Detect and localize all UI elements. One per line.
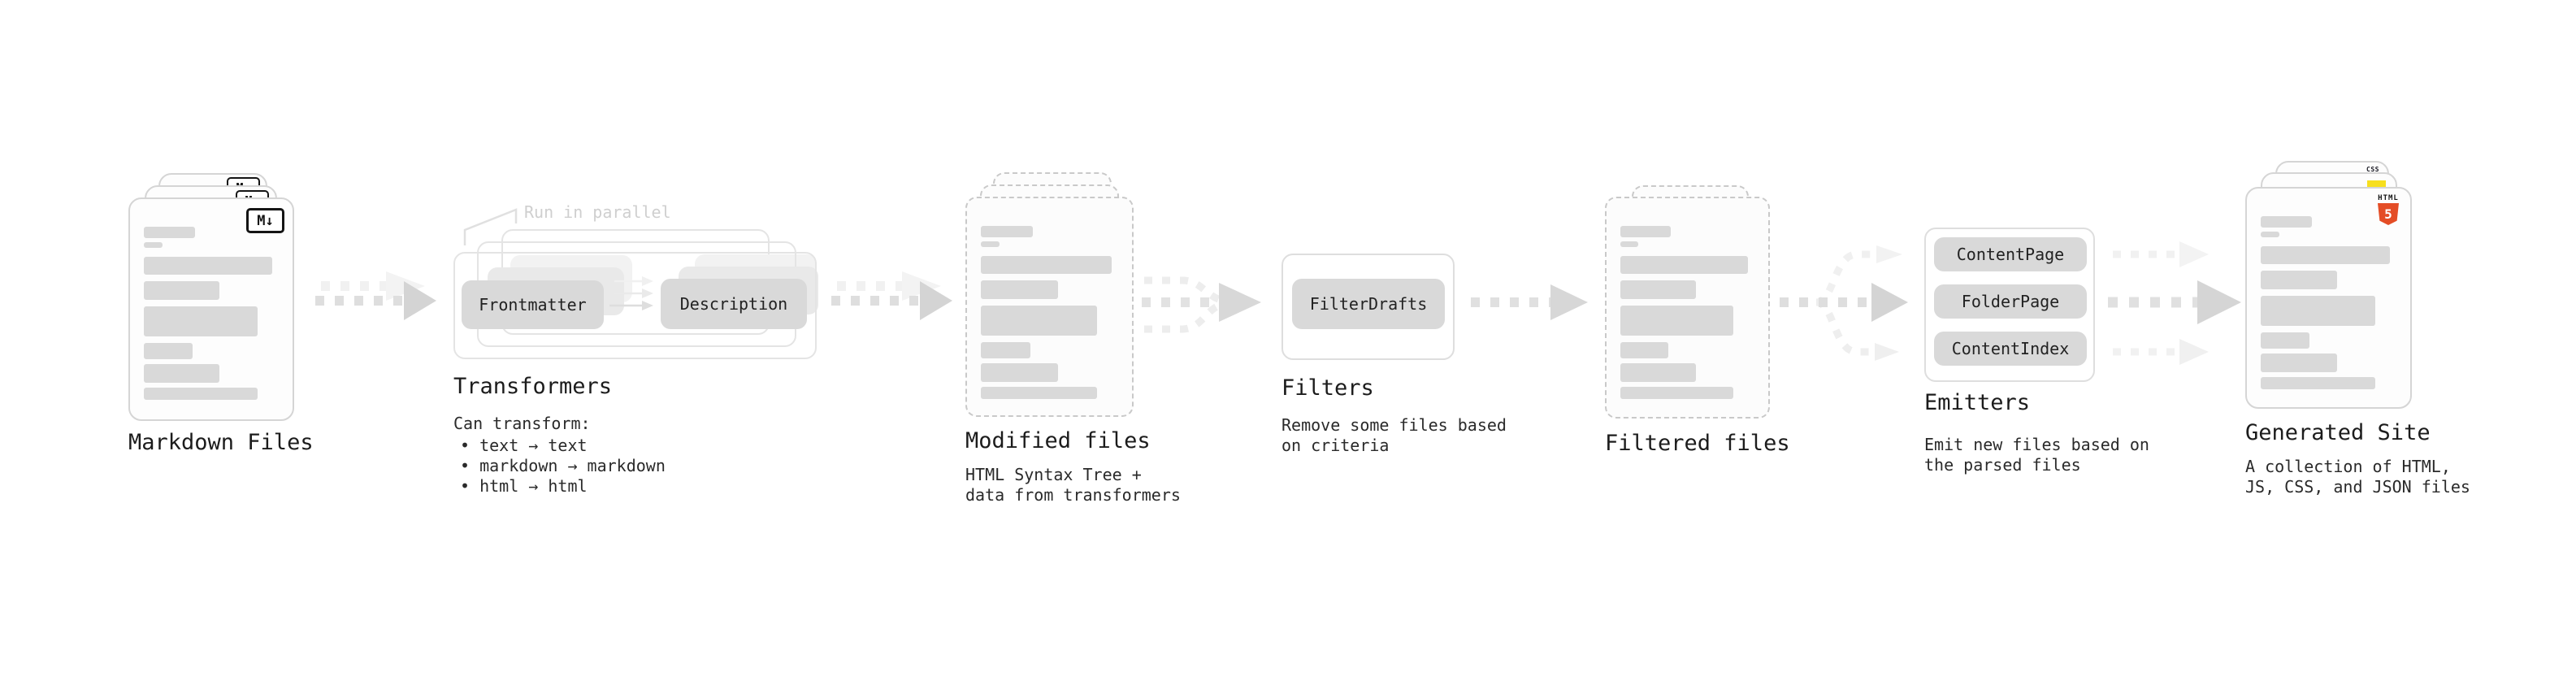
html5-icon-number: 5 <box>2384 206 2392 222</box>
bullet-item: • text → text <box>460 436 588 455</box>
skeleton-line <box>144 306 258 336</box>
stage-label-filtered-files: Filtered files <box>1605 431 1790 456</box>
pill-transition-arrows <box>609 276 653 310</box>
skeleton-line <box>981 306 1097 336</box>
skeleton-line <box>2261 354 2337 372</box>
skeleton-line <box>144 281 220 300</box>
html5-icon-shield: 5 <box>2378 203 2399 225</box>
markdown-file-card-front: M↓ <box>128 197 294 421</box>
skeleton-line <box>981 226 1033 237</box>
skeleton-line <box>1620 363 1696 382</box>
skeleton-line <box>1620 256 1748 274</box>
skeleton-line <box>981 280 1059 299</box>
callout-line <box>463 208 518 245</box>
generated-site-desc: A collection of HTML, JS, CSS, and JSON … <box>2245 457 2470 497</box>
skeleton-line <box>1620 241 1639 247</box>
skeleton-line <box>2261 216 2313 228</box>
skeleton-line <box>981 363 1059 382</box>
skeleton-line <box>981 387 1097 399</box>
stage-label-modified-files: Modified files <box>965 428 1151 453</box>
skeleton-line <box>144 388 258 400</box>
flow-arrow-emitters-to-site <box>2108 241 2241 365</box>
emitter-pill-contentindex: ContentIndex <box>1934 332 2087 366</box>
file-content-skeleton <box>144 227 275 406</box>
emitters-desc: Emit new files based on the parsed files <box>1924 435 2149 475</box>
transformers-desc-title: Can transform: <box>453 414 591 433</box>
file-content-skeleton <box>981 226 1114 406</box>
flow-arrow-modified-to-filters <box>1142 276 1261 333</box>
stage-label-emitters: Emitters <box>1924 390 2031 415</box>
css-icon-label: CSS <box>2366 166 2379 173</box>
transformer-layer-front <box>453 252 817 359</box>
skeleton-line <box>1620 306 1734 336</box>
skeleton-line <box>981 342 1030 358</box>
stage-label-markdown-files: Markdown Files <box>128 430 314 455</box>
skeleton-line <box>1620 387 1734 399</box>
flow-arrow-filtered-to-emitters <box>1780 245 1908 361</box>
skeleton-line <box>2261 377 2375 389</box>
emitter-pill-contentpage: ContentPage <box>1934 237 2087 271</box>
stage-label-transformers: Transformers <box>453 374 613 399</box>
skeleton-line <box>144 343 193 359</box>
flow-arrow-markdown-to-transformers <box>315 271 436 320</box>
skeleton-line <box>1620 342 1669 358</box>
skeleton-line <box>144 364 220 383</box>
run-in-parallel-note: Run in parallel <box>524 202 671 222</box>
skeleton-line <box>2261 332 2309 349</box>
modified-file-card-front <box>965 197 1134 417</box>
markdown-icon: M↓ <box>246 208 284 233</box>
html5-icon: HTML 5 <box>2376 194 2400 225</box>
skeleton-line <box>144 242 163 248</box>
file-content-skeleton <box>2261 216 2392 396</box>
flow-arrow-transformers-to-modified <box>831 271 952 320</box>
skeleton-line <box>1620 226 1672 237</box>
file-content-skeleton <box>1620 226 1750 406</box>
skeleton-line <box>2261 232 2279 237</box>
transformer-pill-frontmatter: Frontmatter <box>462 280 604 329</box>
transformers-bullet-list: • text → text • markdown → markdown • ht… <box>460 436 666 497</box>
bullet-item: • markdown → markdown <box>460 456 666 475</box>
skeleton-line <box>1620 280 1696 299</box>
filtered-file-card-front <box>1605 197 1770 419</box>
filters-desc: Remove some files based on criteria <box>1281 415 1507 455</box>
skeleton-line <box>2261 296 2375 326</box>
skeleton-line <box>981 256 1112 274</box>
stage-label-generated-site: Generated Site <box>2245 420 2431 445</box>
html5-icon-word: HTML <box>2378 194 2399 202</box>
stage-label-filters: Filters <box>1281 375 1374 401</box>
skeleton-line <box>981 241 1000 247</box>
transformer-pill-description: Description <box>661 279 807 329</box>
modified-files-desc: HTML Syntax Tree + data from transformer… <box>965 465 1181 505</box>
flow-arrow-filters-to-filtered <box>1471 284 1588 320</box>
skeleton-line <box>144 257 272 275</box>
bullet-item: • html → html <box>460 476 588 496</box>
skeleton-line <box>2261 246 2390 264</box>
emitter-pill-folderpage: FolderPage <box>1934 284 2087 319</box>
skeleton-line <box>144 227 195 238</box>
skeleton-line <box>2261 271 2337 289</box>
site-file-card-html: HTML 5 <box>2245 187 2412 409</box>
filter-pill-filterdrafts: FilterDrafts <box>1292 279 1445 329</box>
